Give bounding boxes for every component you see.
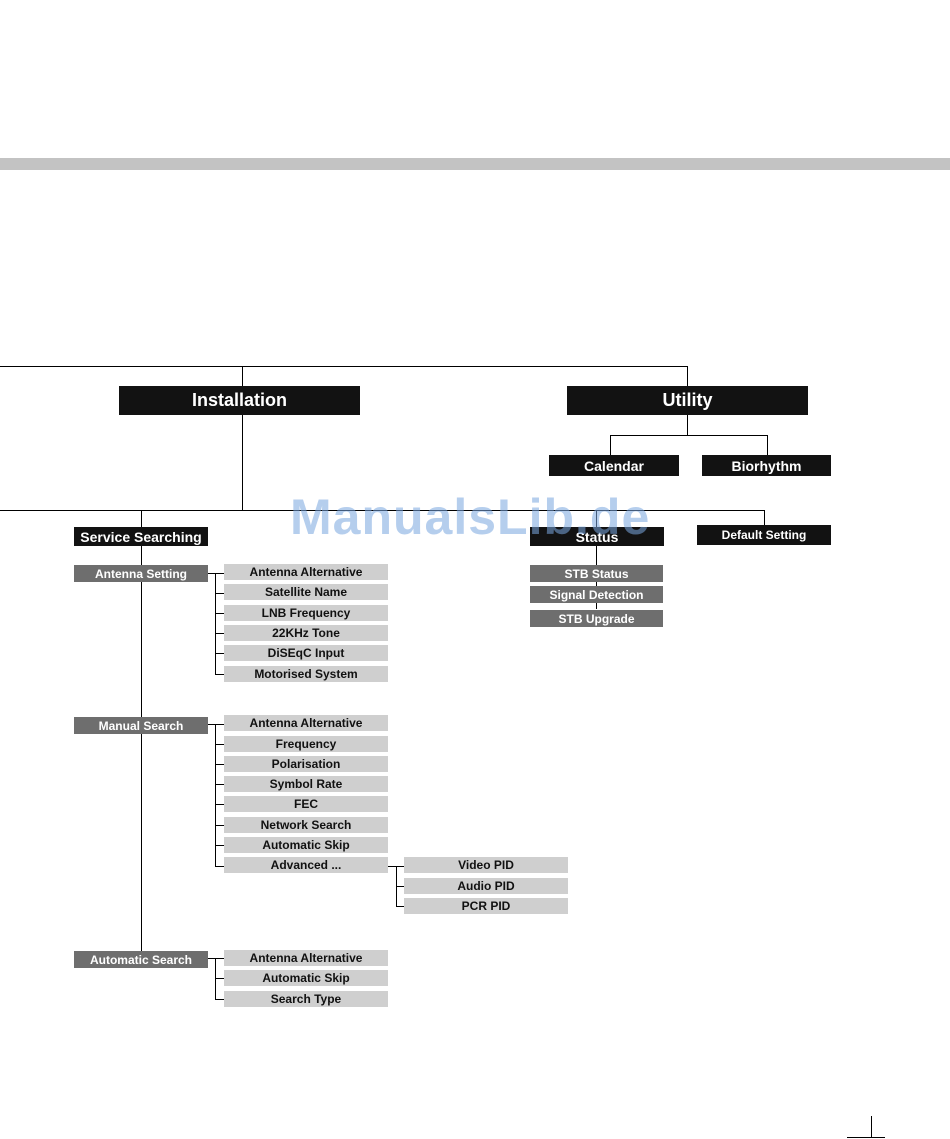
connector-second-level [0, 510, 765, 511]
manual-search-node: Manual Search [74, 717, 208, 734]
connector-tick [215, 653, 224, 654]
connector-tick [215, 593, 224, 594]
manual-item: Antenna Alternative [224, 715, 388, 731]
connector-tick [396, 886, 404, 887]
manual-item-advanced: Advanced ... [224, 857, 388, 873]
manual-item: Frequency [224, 736, 388, 752]
connector-advanced-branch [388, 866, 396, 867]
header-band [0, 158, 950, 170]
connector-tick [396, 906, 404, 907]
connector-tick [215, 978, 224, 979]
connector-service-searching [141, 510, 142, 527]
connector-antenna-vertical [215, 573, 216, 674]
status-child-stb-upgrade: STB Upgrade [530, 610, 663, 627]
status-node: Status [530, 527, 664, 546]
default-setting-node: Default Setting [697, 525, 831, 545]
antenna-item: 22KHz Tone [224, 625, 388, 641]
connector-utility-up [687, 366, 688, 386]
advanced-item: Video PID [404, 857, 568, 873]
antenna-item: Satellite Name [224, 584, 388, 600]
antenna-item: Antenna Alternative [224, 564, 388, 580]
connector-tick [215, 999, 224, 1000]
manual-item: FEC [224, 796, 388, 812]
manual-item: Symbol Rate [224, 776, 388, 792]
antenna-item: Motorised System [224, 666, 388, 682]
connector-tick [396, 866, 404, 867]
corner-mark-vertical [871, 1116, 872, 1138]
connector-status [596, 510, 597, 527]
connector-tick [215, 724, 224, 725]
connector-utility-children [610, 435, 768, 436]
connector-antenna-branch [208, 573, 215, 574]
connector-automatic-branch [208, 958, 215, 959]
connector-tick [215, 764, 224, 765]
connector-tick [215, 845, 224, 846]
connector-tick [215, 804, 224, 805]
connector-calendar [610, 435, 611, 455]
connector-tick [215, 784, 224, 785]
advanced-item: Audio PID [404, 878, 568, 894]
connector-tick [215, 744, 224, 745]
connector-tick [215, 825, 224, 826]
status-child-signal-detection: Signal Detection [530, 586, 663, 603]
automatic-search-node: Automatic Search [74, 951, 208, 968]
manual-item: Network Search [224, 817, 388, 833]
biorhythm-node: Biorhythm [702, 455, 831, 476]
connector-utility-down [687, 415, 688, 435]
corner-mark-horizontal [847, 1137, 885, 1138]
connector-installation-down [242, 415, 243, 510]
connector-manual-vertical [215, 724, 216, 866]
connector-tick [215, 866, 224, 867]
connector-tick [215, 674, 224, 675]
antenna-setting-node: Antenna Setting [74, 565, 208, 582]
status-child-stb-status: STB Status [530, 565, 663, 582]
antenna-item: DiSEqC Input [224, 645, 388, 661]
automatic-item: Antenna Alternative [224, 950, 388, 966]
connector-manual-branch [208, 724, 215, 725]
installation-node: Installation [119, 386, 360, 415]
manual-item: Polarisation [224, 756, 388, 772]
connector-biorhythm [767, 435, 768, 455]
connector-top-horizontal [0, 366, 688, 367]
manual-item: Automatic Skip [224, 837, 388, 853]
automatic-item: Automatic Skip [224, 970, 388, 986]
calendar-node: Calendar [549, 455, 679, 476]
antenna-item: LNB Frequency [224, 605, 388, 621]
service-searching-node: Service Searching [74, 527, 208, 546]
connector-tick [215, 633, 224, 634]
connector-tick [215, 573, 224, 574]
connector-default-setting [764, 510, 765, 525]
connector-service-spine [141, 546, 142, 951]
advanced-item: PCR PID [404, 898, 568, 914]
connector-tick [215, 613, 224, 614]
connector-tick [215, 958, 224, 959]
connector-installation-up [242, 366, 243, 386]
automatic-item: Search Type [224, 991, 388, 1007]
watermark: ManualsLib.de [290, 489, 651, 545]
utility-node: Utility [567, 386, 808, 415]
